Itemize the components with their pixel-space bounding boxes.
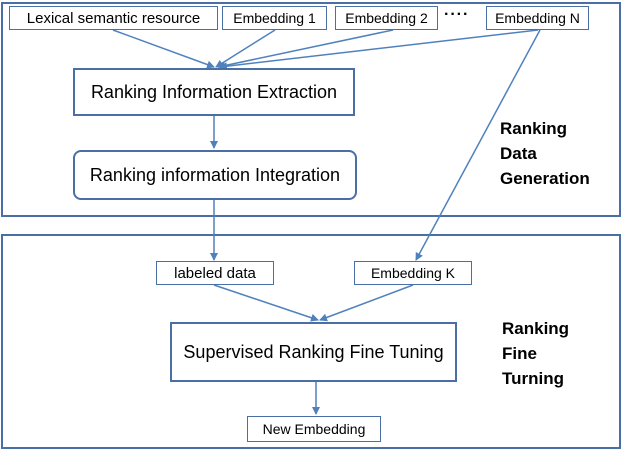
arrow-labeled-data-to-tuning: [213, 284, 319, 322]
ranking-fine-tuning-line-3: Turning: [502, 369, 564, 388]
ranking-integration-node: Ranking information Integration: [73, 150, 357, 200]
ranking-integration-label: Ranking information Integration: [89, 164, 341, 185]
labeled-data-label: labeled data: [174, 264, 256, 282]
ranking-extraction-node: Ranking Information Extraction: [73, 68, 355, 116]
ranking-extraction-label: Ranking Information Extraction: [90, 81, 338, 102]
new-embedding-label: New Embedding: [262, 421, 366, 437]
embedding-1-node: Embedding 1: [222, 6, 327, 30]
embedding-n-label: Embedding N: [495, 10, 580, 26]
arrow-embeddingK-to-tuning: [319, 284, 414, 322]
arrow-embedding1-to-extraction: [215, 29, 276, 68]
ranking-data-generation-panel: [1, 2, 621, 217]
embedding-k-node: Embedding K: [354, 261, 472, 285]
ranking-fine-tuning-line-1: Ranking: [502, 319, 570, 338]
new-embedding-node: New Embedding: [247, 416, 381, 442]
embedding-k-label: Embedding K: [370, 265, 456, 281]
supervised-tuning-node: Supervised Ranking Fine Tuning: [170, 322, 457, 382]
ranking-fine-tuning-panel: [1, 234, 621, 449]
ellipsis-dots: ····: [444, 6, 470, 23]
embedding-2-node: Embedding 2: [335, 6, 438, 30]
arrow-embedding2-to-extraction: [217, 29, 394, 70]
ranking-data-generation-label: Ranking Data Generation: [500, 116, 590, 191]
embedding-2-label: Embedding 2: [345, 10, 428, 26]
labeled-data-node: labeled data: [156, 261, 274, 285]
embedding-n-node: Embedding N: [486, 6, 589, 30]
ranking-data-generation-line-1: Ranking: [500, 119, 568, 138]
lexical-resource-node: Lexical semantic resource: [9, 6, 218, 30]
embedding-1-label: Embedding 1: [233, 10, 316, 26]
supervised-tuning-label: Supervised Ranking Fine Tuning: [183, 341, 444, 362]
ranking-fine-tuning-line-2: Fine: [502, 344, 537, 363]
arrow-lexical-to-extraction: [112, 29, 215, 69]
ranking-fine-tuning-label: Ranking Fine Turning: [502, 316, 569, 391]
arrow-embeddingN-to-embeddingK: [415, 29, 541, 261]
ranking-data-generation-line-2: Data: [500, 144, 537, 163]
ranking-data-generation-line-3: Generation: [500, 169, 590, 188]
arrow-embeddingN-to-extraction: [219, 29, 539, 71]
lexical-resource-label: Lexical semantic resource: [26, 9, 201, 27]
